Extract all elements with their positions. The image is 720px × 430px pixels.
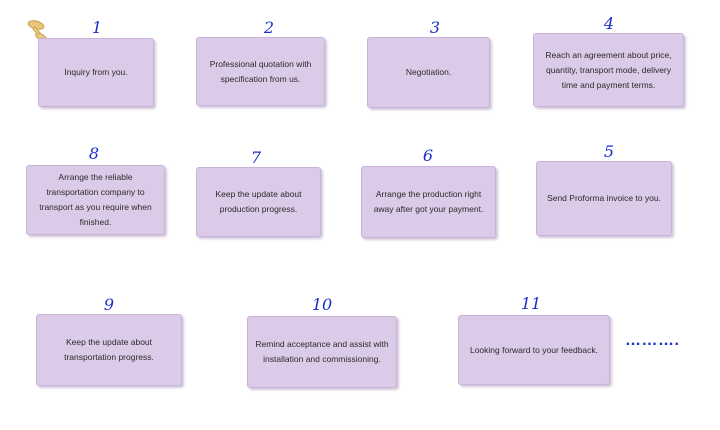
step-text-9: Keep the update about transportation pro… (64, 337, 154, 362)
step-number-7: 7 (250, 148, 262, 167)
step-number-5: 5 (603, 142, 615, 161)
step-card-11: Looking forward to your feedback. (458, 315, 610, 385)
step-text-4: Reach an agreement about price, quantity… (545, 49, 672, 90)
continuation-ellipsis: ………. (625, 332, 680, 349)
step-card-5: Send Proforma invoice to you. (536, 161, 672, 236)
step-number-4: 4 (603, 14, 615, 33)
step-text-6: Arrange the production right away after … (373, 189, 484, 214)
step-text-3: Negotiation. (405, 67, 452, 77)
step-card-1: Inquiry from you. (38, 38, 154, 107)
step-number-9: 9 (103, 295, 115, 314)
pushpin-icon (27, 20, 49, 45)
step-card-2: Professional quotation with specificatio… (196, 37, 325, 106)
step-number-3: 3 (429, 18, 441, 37)
step-text-1: Inquiry from you. (64, 67, 128, 77)
step-number-6: 6 (422, 146, 434, 165)
step-number-8: 8 (88, 144, 100, 163)
step-number-11: 11 (520, 294, 542, 313)
step-text-5: Send Proforma invoice to you. (547, 193, 661, 203)
step-number-2: 2 (263, 18, 275, 37)
step-text-7: Keep the update about production progres… (215, 189, 302, 214)
step-card-8: Arrange the reliable transportation comp… (26, 165, 165, 235)
step-card-9: Keep the update about transportation pro… (36, 314, 182, 386)
step-card-10: Remind acceptance and assist with instal… (247, 316, 397, 388)
step-card-3: Negotiation. (367, 37, 490, 108)
step-card-4: Reach an agreement about price, quantity… (533, 33, 684, 107)
step-text-11: Looking forward to your feedback. (469, 344, 599, 355)
step-number-10: 10 (311, 295, 333, 314)
step-number-1: 1 (91, 18, 103, 37)
step-text-2: Professional quotation with specificatio… (209, 58, 312, 84)
step-card-6: Arrange the production right away after … (361, 166, 496, 238)
step-card-7: Keep the update about production progres… (196, 167, 321, 237)
step-text-8: Arrange the reliable transportation comp… (39, 172, 152, 227)
step-text-10: Remind acceptance and assist with instal… (255, 339, 389, 364)
